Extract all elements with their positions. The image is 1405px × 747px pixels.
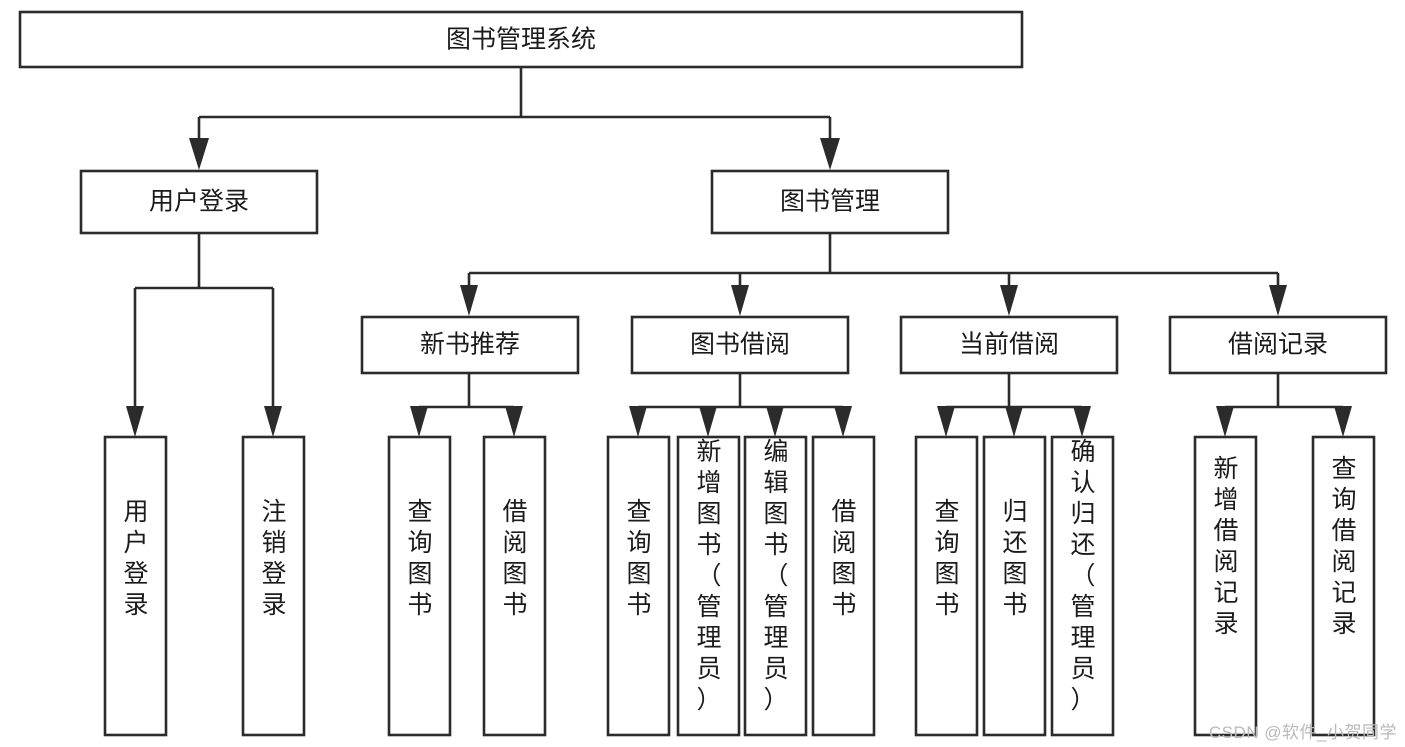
- node-book-manage-box[interactable]: [710, 169, 950, 235]
- node-borrow-record[interactable]: 借阅记录: [1168, 315, 1388, 375]
- node-new-book-recommend-box[interactable]: [360, 315, 580, 375]
- node-new-book-recommend-label: 新书推荐: [420, 331, 520, 359]
- node-leaf-query-book-3[interactable]: 查询图书: [914, 435, 979, 737]
- node-leaf-borrow-book-1-box[interactable]: [482, 435, 547, 737]
- arrow-head-leaf-return-book: [1005, 406, 1023, 437]
- node-leaf-add-book-label: 新增图书（管理员）: [696, 438, 721, 714]
- node-leaf-borrow-book-1-label: 借阅图书: [502, 498, 527, 619]
- arrow-head-user-login: [189, 138, 209, 170]
- arrow-head-leaf-add-record: [1216, 406, 1234, 437]
- node-leaf-query-book-2-label: 查询图书: [626, 498, 651, 619]
- arrow-head-leaf-query-book-1: [410, 406, 428, 437]
- node-book-borrow-label: 图书借阅: [690, 331, 790, 359]
- node-leaf-user-logout[interactable]: 注销登录: [241, 435, 306, 737]
- node-book-manage[interactable]: 图书管理: [710, 169, 950, 235]
- arrow-head-book-borrow: [731, 285, 749, 316]
- node-leaf-confirm-return[interactable]: 确认归还（管理员）: [1050, 435, 1115, 737]
- arrow-head-leaf-query-record: [1334, 406, 1352, 437]
- node-leaf-query-book-3-box[interactable]: [914, 435, 979, 737]
- node-root-label: 图书管理系统: [446, 26, 596, 54]
- node-leaf-borrow-book-2[interactable]: 借阅图书: [811, 435, 876, 737]
- node-new-book-recommend[interactable]: 新书推荐: [360, 315, 580, 375]
- node-leaf-query-book-1-label: 查询图书: [407, 498, 432, 619]
- node-leaf-user-login[interactable]: 用户登录: [103, 435, 168, 737]
- node-book-borrow-box[interactable]: [630, 315, 850, 375]
- arrow-head-leaf-user-login: [126, 406, 144, 437]
- node-leaf-query-record-label: 查询借阅记录: [1331, 455, 1356, 638]
- arrow-head-leaf-borrow-book-2: [834, 406, 852, 437]
- node-leaf-user-login-box[interactable]: [103, 435, 168, 737]
- node-leaf-borrow-book-1[interactable]: 借阅图书: [482, 435, 547, 737]
- node-leaf-confirm-return-box[interactable]: [1050, 435, 1115, 737]
- node-leaf-confirm-return-label: 确认归还（管理员）: [1070, 438, 1095, 714]
- node-leaf-add-record-box[interactable]: [1193, 435, 1258, 737]
- node-user-login-box[interactable]: [79, 169, 319, 235]
- node-leaf-add-book[interactable]: 新增图书（管理员）: [676, 435, 741, 737]
- node-root[interactable]: 图书管理系统: [18, 10, 1024, 69]
- node-root-box[interactable]: [18, 10, 1024, 69]
- node-user-login-label: 用户登录: [149, 188, 249, 216]
- arrow-head-borrow-record: [1269, 285, 1287, 316]
- arrow-head-current-borrow: [1000, 285, 1018, 316]
- arrow-head-book-manage: [820, 138, 840, 170]
- node-leaf-query-record-box[interactable]: [1311, 435, 1376, 737]
- arrow-head-leaf-user-logout: [264, 406, 282, 437]
- node-book-manage-label: 图书管理: [780, 188, 880, 216]
- node-leaf-query-book-3-label: 查询图书: [934, 498, 959, 619]
- node-leaf-add-book-box[interactable]: [676, 435, 741, 737]
- node-leaf-query-record[interactable]: 查询借阅记录: [1311, 435, 1376, 737]
- node-current-borrow-label: 当前借阅: [959, 331, 1059, 359]
- arrow-head-leaf-add-book: [699, 406, 717, 437]
- node-leaf-edit-book-label: 编辑图书（管理员）: [763, 438, 788, 714]
- node-leaf-query-book-2-box[interactable]: [606, 435, 671, 737]
- node-leaf-user-logout-box[interactable]: [241, 435, 306, 737]
- node-leaf-edit-book[interactable]: 编辑图书（管理员）: [743, 435, 808, 737]
- connector-layer: [126, 67, 1352, 437]
- node-leaf-return-book[interactable]: 归还图书: [982, 435, 1047, 737]
- node-leaf-return-book-label: 归还图书: [1002, 498, 1027, 619]
- node-leaf-user-logout-label: 注销登录: [261, 498, 286, 619]
- node-leaf-borrow-book-2-label: 借阅图书: [831, 498, 856, 619]
- node-current-borrow-box[interactable]: [899, 315, 1119, 375]
- node-leaf-borrow-book-2-box[interactable]: [811, 435, 876, 737]
- node-leaf-add-record-label: 新增借阅记录: [1213, 455, 1238, 638]
- arrow-head-leaf-query-book-3: [937, 406, 955, 437]
- node-leaf-edit-book-box[interactable]: [743, 435, 808, 737]
- arrow-head-new-book-recommend: [460, 285, 478, 316]
- node-book-borrow[interactable]: 图书借阅: [630, 315, 850, 375]
- node-leaf-query-book-1-box[interactable]: [387, 435, 452, 737]
- arrow-head-leaf-borrow-book-1: [505, 406, 523, 437]
- node-borrow-record-box[interactable]: [1168, 315, 1388, 375]
- arrow-head-leaf-confirm-return: [1073, 406, 1091, 437]
- node-user-login[interactable]: 用户登录: [79, 169, 319, 235]
- node-leaf-add-record[interactable]: 新增借阅记录: [1193, 435, 1258, 737]
- arrow-head-leaf-edit-book: [766, 406, 784, 437]
- arrow-head-leaf-query-book-2: [629, 406, 647, 437]
- node-borrow-record-label: 借阅记录: [1228, 331, 1328, 359]
- node-leaf-query-book-2[interactable]: 查询图书: [606, 435, 671, 737]
- node-current-borrow[interactable]: 当前借阅: [899, 315, 1119, 375]
- node-leaf-query-book-1[interactable]: 查询图书: [387, 435, 452, 737]
- node-leaf-return-book-box[interactable]: [982, 435, 1047, 737]
- node-leaf-user-login-label: 用户登录: [123, 498, 148, 619]
